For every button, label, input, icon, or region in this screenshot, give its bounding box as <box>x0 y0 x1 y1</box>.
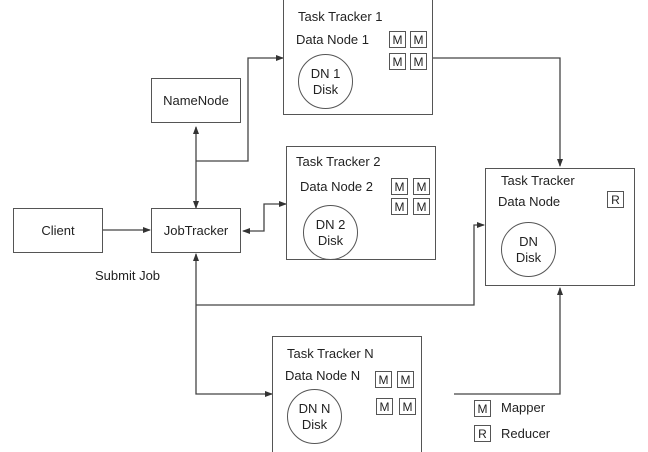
task-tracker-title: Task Tracker <box>501 173 575 188</box>
mapper-task: M <box>389 53 406 70</box>
mapper-task: M <box>389 31 406 48</box>
mapper-task: M <box>376 398 393 415</box>
mapper-task: M <box>391 178 408 195</box>
mapper-task: M <box>391 198 408 215</box>
mapper-task: M <box>410 31 427 48</box>
arrow-jobtracker-to-ttn <box>195 305 273 397</box>
mapper-task: M <box>413 198 430 215</box>
namenode-label: NameNode <box>163 93 229 108</box>
data-node-label: Data Node N <box>285 368 361 383</box>
task-tracker-2: Task Tracker 2 Data Node 2 DN 2 Disk M M… <box>286 146 436 260</box>
task-tracker-reducer: Task Tracker Data Node DN Disk R <box>485 168 635 286</box>
namenode-box: NameNode <box>151 78 241 123</box>
arrow-ttn-to-reducer <box>454 287 563 395</box>
submit-job-label: Submit Job <box>95 268 161 283</box>
mapper-task: M <box>399 398 416 415</box>
task-tracker-title: Task Tracker 1 <box>298 9 383 24</box>
arrow-jobtracker-to-reducer <box>196 222 485 306</box>
disk-label-line2: Disk <box>515 249 542 265</box>
jobtracker-label: JobTracker <box>163 223 229 238</box>
disk-label-line1: DN 1 <box>310 65 341 81</box>
disk-label-line2: Disk <box>301 416 328 432</box>
disk-icon: DN 2 Disk <box>303 205 358 260</box>
legend-reducer-label: Reducer <box>501 426 551 441</box>
legend-reducer-symbol: R <box>474 425 491 442</box>
disk-icon: DN N Disk <box>287 389 342 444</box>
data-node-label: Data Node <box>498 194 561 209</box>
disk-label-line1: DN <box>519 233 538 249</box>
mapper-task: M <box>410 53 427 70</box>
legend-mapper-symbol: M <box>474 400 491 417</box>
data-node-label: Data Node 2 <box>300 179 373 194</box>
client-label: Client <box>41 223 75 238</box>
task-tracker-n: Task Tracker N Data Node N DN N Disk M M… <box>272 336 422 452</box>
data-node-label: Data Node 1 <box>296 32 369 47</box>
mapper-task: M <box>375 371 392 388</box>
mapper-task: M <box>413 178 430 195</box>
arrow-jobtracker-to-tt1 <box>196 55 284 162</box>
arrow-tt1-to-reducer <box>432 57 563 167</box>
disk-icon: DN Disk <box>501 222 556 277</box>
arrow-jobtracker-to-tt2 <box>263 201 287 219</box>
task-tracker-title: Task Tracker N <box>287 346 374 361</box>
disk-label-line1: DN 2 <box>315 216 346 232</box>
task-tracker-title: Task Tracker 2 <box>296 154 381 169</box>
disk-icon: DN 1 Disk <box>298 54 353 109</box>
jobtracker-box: JobTracker <box>151 208 241 253</box>
disk-label-line2: Disk <box>317 232 344 248</box>
disk-label-line1: DN N <box>298 400 331 416</box>
legend-mapper-label: Mapper <box>501 400 546 415</box>
task-tracker-1: Task Tracker 1 Data Node 1 DN 1 Disk M M… <box>283 0 433 115</box>
arrow-tt2-jobtracker <box>242 219 265 234</box>
disk-label-line2: Disk <box>312 81 339 97</box>
client-box: Client <box>13 208 103 253</box>
mapper-task: M <box>397 371 414 388</box>
reducer-task: R <box>607 191 624 208</box>
